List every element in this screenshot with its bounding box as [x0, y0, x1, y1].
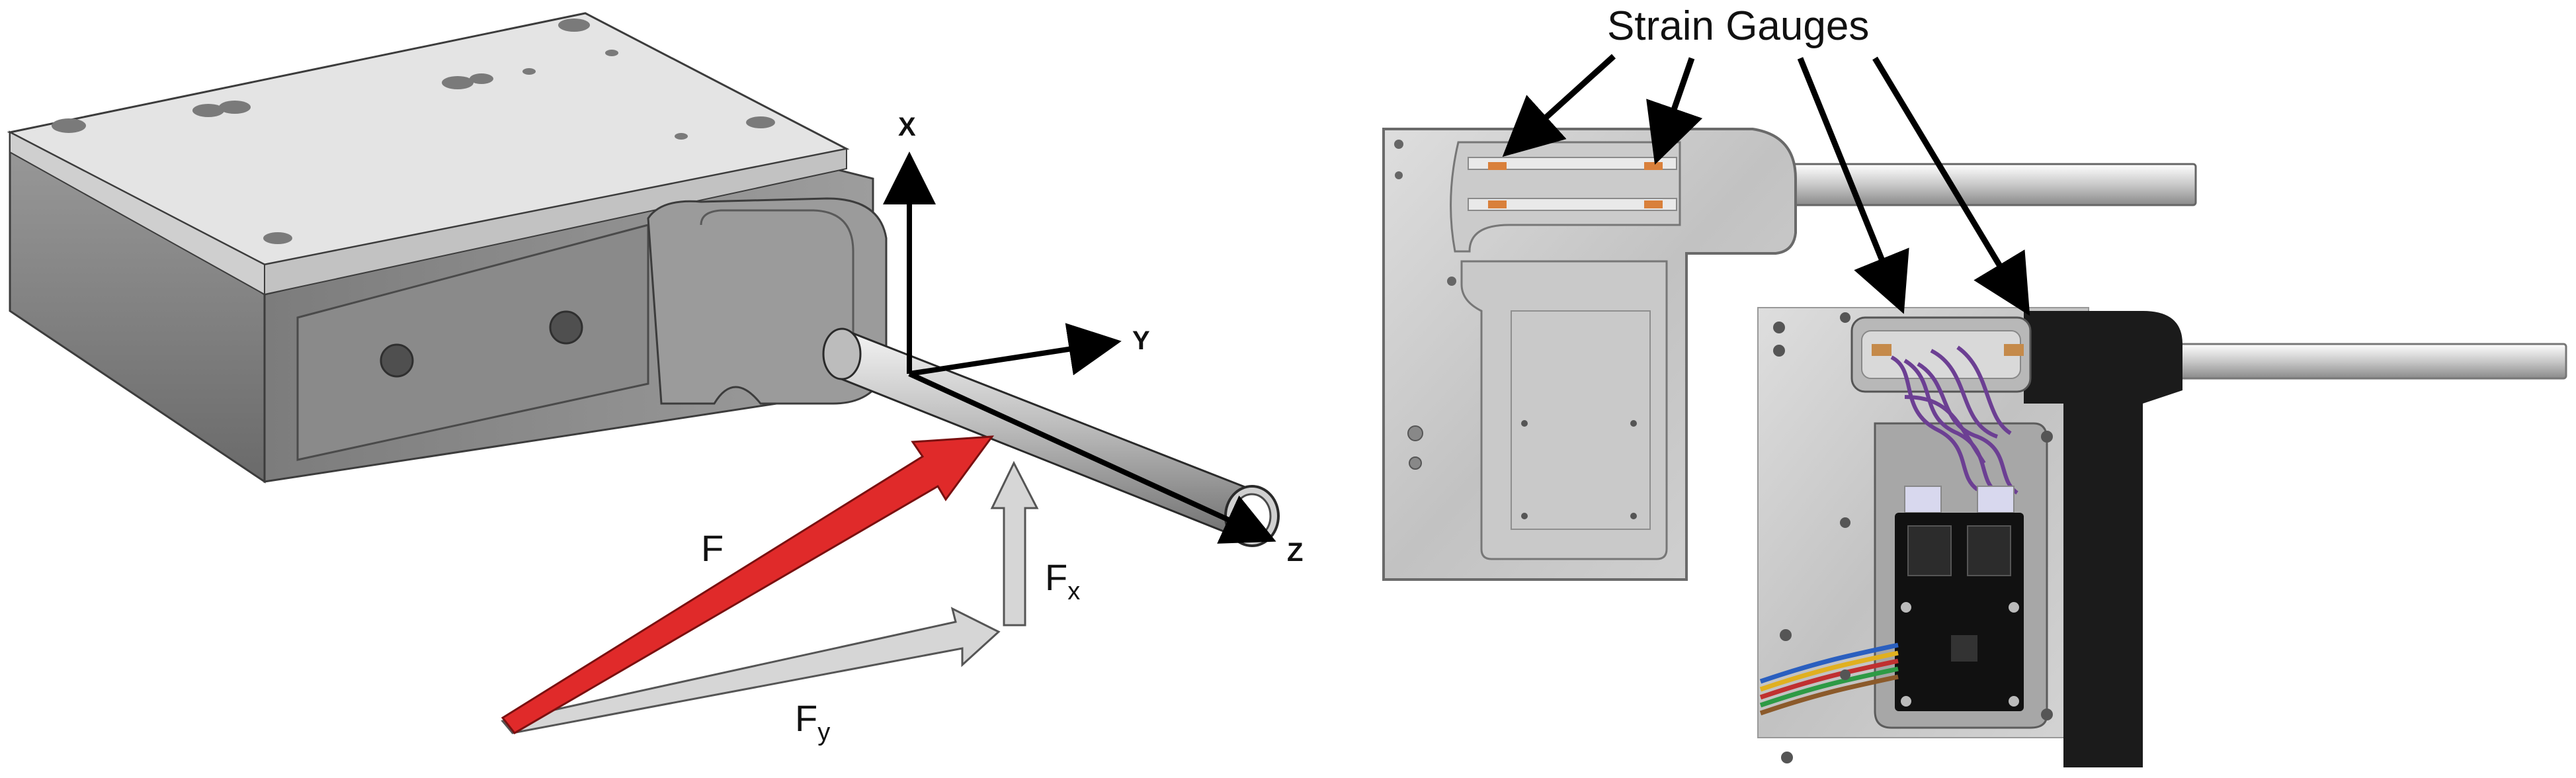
strain-gauge-pad [1488, 200, 1507, 208]
photo-hole [1773, 322, 1785, 333]
photo-connector [1904, 486, 1942, 513]
force-vectors: F Fx Fy [501, 435, 1080, 746]
f-label: F [701, 527, 724, 569]
z-axis-label: Z [1287, 538, 1303, 567]
cad-hole [675, 133, 688, 140]
side-view-hole [1407, 425, 1423, 441]
cad-hole [442, 76, 474, 89]
callout-pointer [1797, 57, 1909, 314]
callout-pointer [1646, 57, 1703, 165]
fy-arrow [501, 607, 1001, 734]
cad-sensor-model [7, 12, 888, 484]
strain-gauge-callout: Strain Gauges [1502, 3, 2030, 316]
cad-flexure-slot [700, 209, 854, 344]
photo-hole [1781, 752, 1793, 763]
strain-gauge-pad [2004, 344, 2024, 356]
flexure-beam-bottom [1468, 198, 1677, 211]
fx-label: Fx [1045, 556, 1080, 605]
cad-front-recess [296, 224, 649, 461]
y-axis-line [909, 323, 1122, 376]
side-view-main-pocket [1460, 260, 1668, 560]
cad-hole [522, 68, 536, 75]
cad-hole [558, 19, 590, 32]
z-axis-line [908, 371, 1276, 544]
side-view-drawing [1382, 128, 2197, 581]
coordinate-axes: X Y Z [883, 112, 1303, 567]
photo-hole [2041, 431, 2053, 443]
photo-hole [1773, 345, 1785, 357]
strain-gauge-pad [1488, 162, 1507, 170]
cad-top-plate-front-edge [264, 148, 847, 296]
cad-front-hole [549, 310, 583, 345]
cad-hole [605, 50, 618, 56]
photo-black-housing [2024, 311, 2182, 767]
cad-hole [52, 118, 86, 133]
photo-connector [1977, 486, 2015, 513]
cad-hole [219, 101, 251, 114]
cad-hole [746, 116, 775, 128]
side-view-hole [1409, 456, 1422, 470]
strain-gauges-label: Strain Gauges [1607, 3, 1869, 49]
side-view-hole [1521, 420, 1528, 427]
photo-hole [1780, 629, 1792, 641]
photo-hole [1840, 517, 1850, 528]
cad-front-hole [380, 343, 414, 378]
photo-wires [1890, 345, 2018, 495]
photo-rod [2175, 343, 2567, 380]
y-axis-label: Y [1132, 326, 1150, 355]
photo-hole [2041, 709, 2053, 720]
side-view-hole [1394, 140, 1403, 149]
x-axis-label: X [898, 112, 916, 142]
cad-hole [192, 104, 224, 117]
fy-label: Fy [795, 697, 830, 746]
strain-gauge-pad [1644, 162, 1663, 170]
side-view-hole [1630, 420, 1637, 427]
strain-gauge-pad [1872, 344, 1891, 356]
photo-hole [1840, 670, 1850, 680]
callout-pointer [1872, 56, 2030, 316]
side-view-hole [1395, 171, 1403, 179]
side-view-hole [1630, 513, 1637, 519]
prototype-photo [1757, 307, 2567, 767]
cad-hole [470, 73, 493, 84]
callout-pointer [1502, 54, 1616, 157]
side-view-hole [1521, 513, 1528, 519]
side-view-hole [1447, 277, 1456, 286]
photo-cable [1759, 642, 1899, 716]
photo-hole [1840, 312, 1850, 323]
f-arrow [501, 435, 995, 734]
cad-hole [263, 232, 292, 244]
fx-arrow [990, 460, 1039, 627]
strain-gauge-pad [1644, 200, 1663, 208]
